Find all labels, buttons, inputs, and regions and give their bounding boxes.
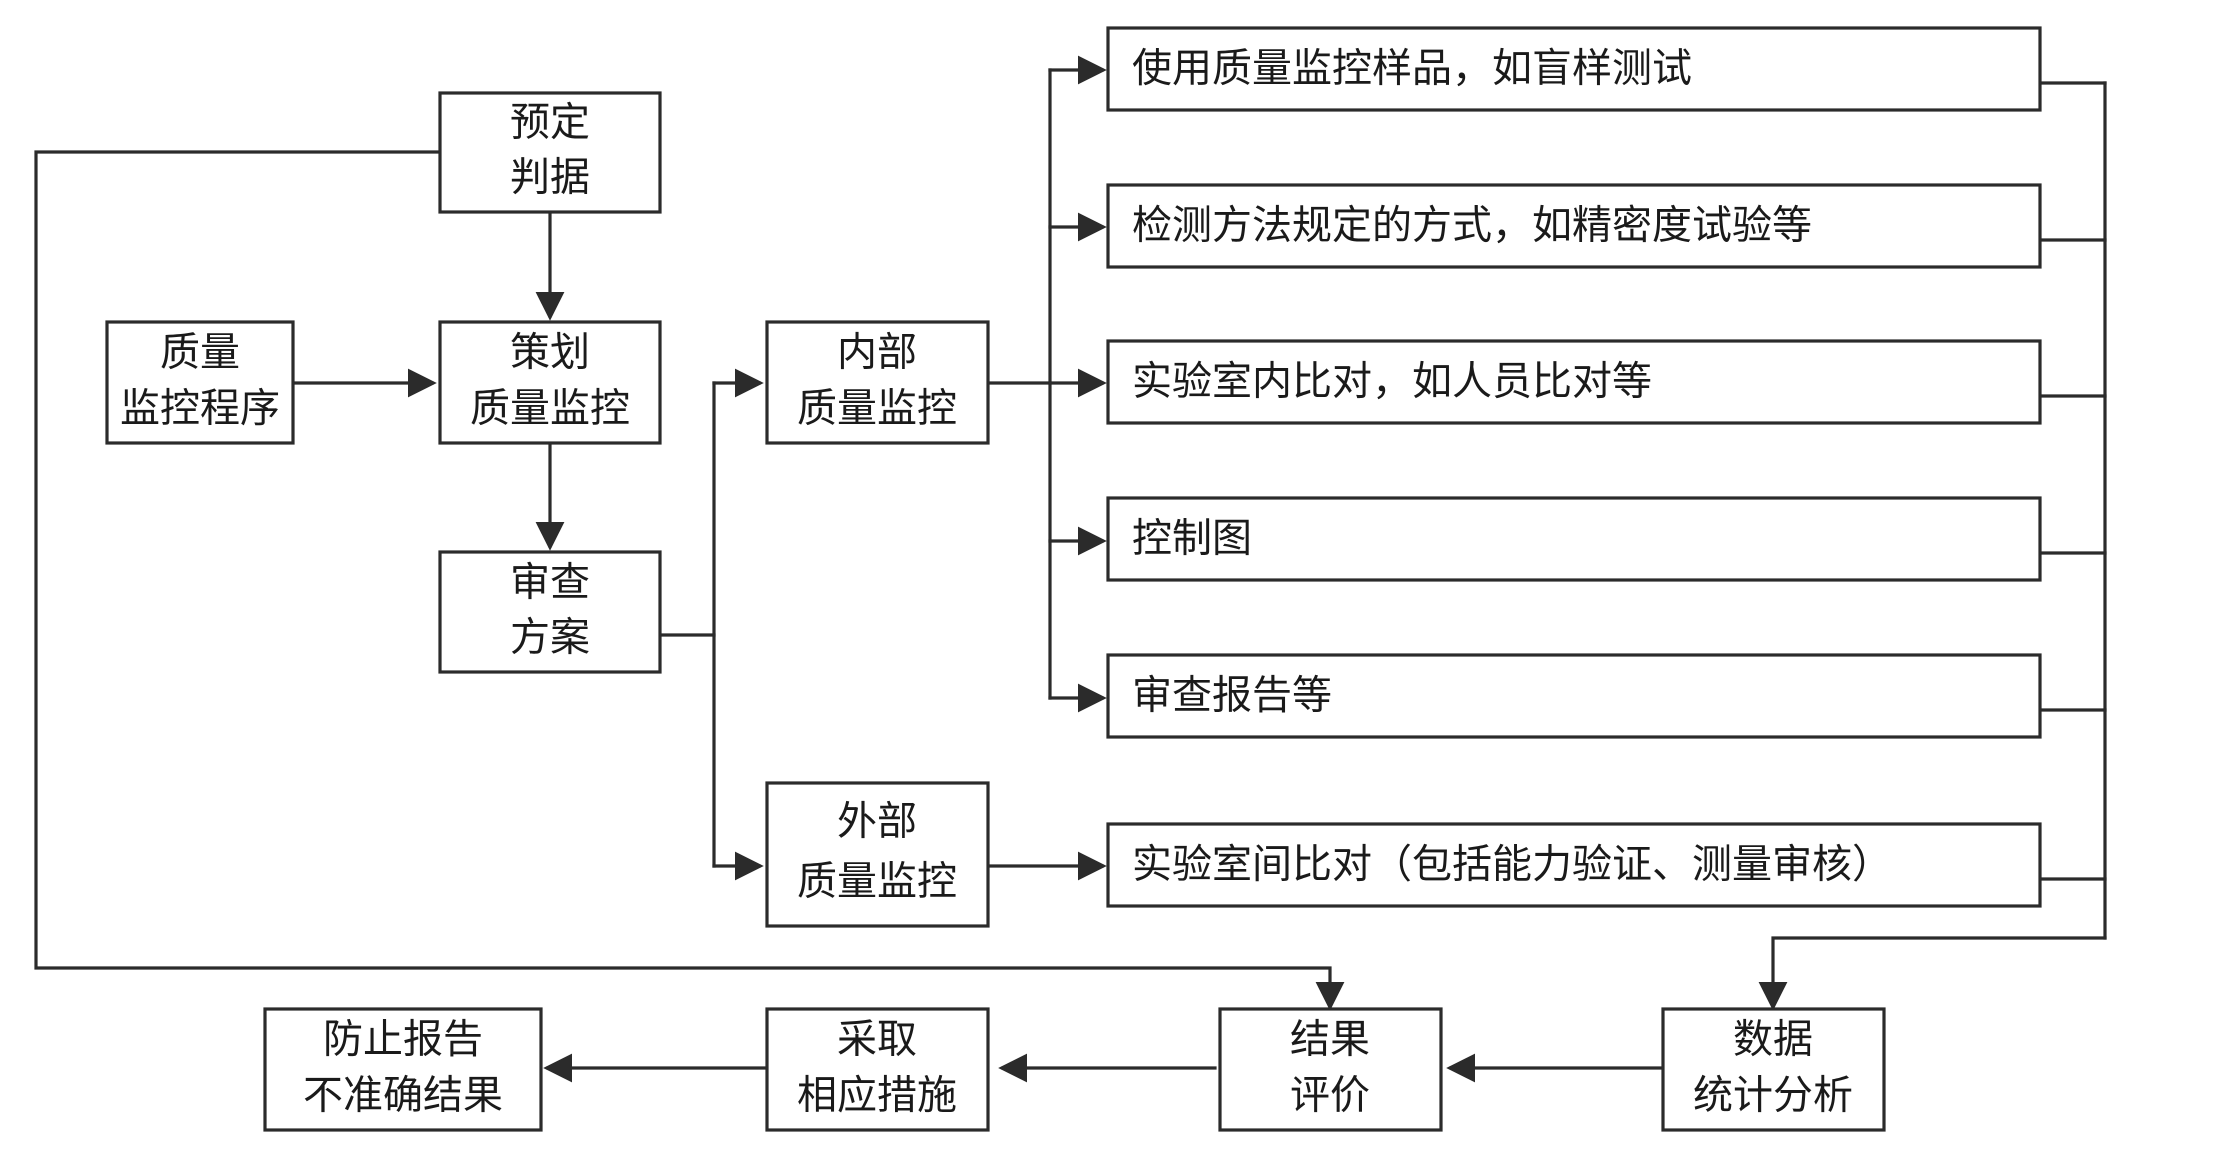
node-plan-quality-control-box[interactable] bbox=[438, 320, 662, 445]
node-quality-control-procedure-box[interactable] bbox=[105, 320, 295, 445]
node-result-evaluation-box[interactable] bbox=[1218, 1007, 1443, 1132]
node-plan-quality-control[interactable]: 策划 质量监控 bbox=[438, 320, 662, 445]
node-quality-control-procedure-line1: 质量 bbox=[160, 331, 240, 375]
node-data-statistics[interactable]: 数据 统计分析 bbox=[1661, 1007, 1886, 1132]
node-method-qc-sample-box[interactable] bbox=[1106, 26, 2042, 112]
node-internal-quality-control-line1: 内部 bbox=[837, 331, 917, 375]
edge-collector-to-data-statistics bbox=[1758, 936, 2107, 1011]
node-predefined-criteria-line1: 预定 bbox=[510, 101, 590, 145]
node-method-control-chart[interactable]: 控制图 bbox=[1106, 496, 2042, 582]
node-plan-quality-control-line1: 策划 bbox=[510, 331, 590, 375]
node-method-qc-sample-label: 使用质量监控样品，如盲样测试 bbox=[1132, 47, 1692, 91]
node-method-intralab-label: 实验室内比对，如人员比对等 bbox=[1132, 360, 1652, 404]
node-method-interlab-box[interactable] bbox=[1106, 822, 2042, 908]
node-method-intralab[interactable]: 实验室内比对，如人员比对等 bbox=[1106, 339, 2042, 425]
node-external-quality-control[interactable]: 外部 质量监控 bbox=[765, 781, 990, 928]
node-review-plan-box[interactable] bbox=[438, 550, 662, 674]
node-predefined-criteria-line2: 判据 bbox=[510, 156, 590, 200]
node-internal-quality-control-line2: 质量监控 bbox=[797, 387, 957, 431]
node-method-test-specified-box[interactable] bbox=[1106, 183, 2042, 269]
node-external-quality-control-box[interactable] bbox=[765, 781, 990, 928]
node-method-test-specified[interactable]: 检测方法规定的方式，如精密度试验等 bbox=[1106, 183, 2042, 269]
node-method-control-chart-box[interactable] bbox=[1106, 496, 2042, 582]
node-predefined-criteria[interactable]: 预定 判据 bbox=[438, 91, 662, 214]
node-quality-control-procedure[interactable]: 质量 监控程序 bbox=[105, 320, 295, 445]
node-method-control-chart-label: 控制图 bbox=[1132, 517, 1252, 561]
node-prevent-report-line1: 防止报告 bbox=[323, 1018, 483, 1062]
node-internal-quality-control[interactable]: 内部 质量监控 bbox=[765, 320, 990, 445]
node-prevent-report[interactable]: 防止报告 不准确结果 bbox=[263, 1007, 543, 1132]
node-predefined-criteria-box[interactable] bbox=[438, 91, 662, 214]
node-data-statistics-box[interactable] bbox=[1661, 1007, 1886, 1132]
node-result-evaluation-line2: 评价 bbox=[1290, 1074, 1370, 1118]
node-external-quality-control-line1: 外部 bbox=[837, 800, 917, 844]
node-external-quality-control-line2: 质量监控 bbox=[797, 860, 957, 904]
node-data-statistics-line2: 统计分析 bbox=[1693, 1074, 1853, 1118]
node-method-interlab[interactable]: 实验室间比对（包括能力验证、测量审核） bbox=[1106, 822, 2042, 908]
node-plan-quality-control-line2: 质量监控 bbox=[470, 387, 630, 431]
node-method-test-specified-label: 检测方法规定的方式，如精密度试验等 bbox=[1132, 204, 1812, 248]
node-internal-quality-control-box[interactable] bbox=[765, 320, 990, 445]
node-data-statistics-line1: 数据 bbox=[1733, 1018, 1813, 1062]
node-quality-control-procedure-line2: 监控程序 bbox=[120, 387, 280, 431]
node-take-measures-line2: 相应措施 bbox=[797, 1074, 957, 1118]
node-prevent-report-line2: 不准确结果 bbox=[303, 1074, 503, 1118]
node-method-interlab-label: 实验室间比对（包括能力验证、测量审核） bbox=[1132, 843, 1892, 887]
node-method-review-report-box[interactable] bbox=[1106, 653, 2042, 739]
node-result-evaluation-line1: 结果 bbox=[1290, 1018, 1370, 1062]
node-method-review-report-label: 审查报告等 bbox=[1132, 674, 1332, 718]
node-prevent-report-box[interactable] bbox=[263, 1007, 543, 1132]
node-result-evaluation[interactable]: 结果 评价 bbox=[1218, 1007, 1443, 1132]
node-method-qc-sample[interactable]: 使用质量监控样品，如盲样测试 bbox=[1106, 26, 2042, 112]
node-method-intralab-box[interactable] bbox=[1106, 339, 2042, 425]
node-take-measures-box[interactable] bbox=[765, 1007, 990, 1132]
node-method-review-report[interactable]: 审查报告等 bbox=[1106, 653, 2042, 739]
edge-criteria-to-result-evaluation bbox=[34, 150, 1345, 1011]
node-review-plan-line2: 方案 bbox=[510, 616, 590, 660]
node-take-measures[interactable]: 采取 相应措施 bbox=[765, 1007, 990, 1132]
node-take-measures-line1: 采取 bbox=[837, 1018, 917, 1062]
node-review-plan-line1: 审查 bbox=[510, 561, 590, 605]
node-review-plan[interactable]: 审查 方案 bbox=[438, 550, 662, 674]
